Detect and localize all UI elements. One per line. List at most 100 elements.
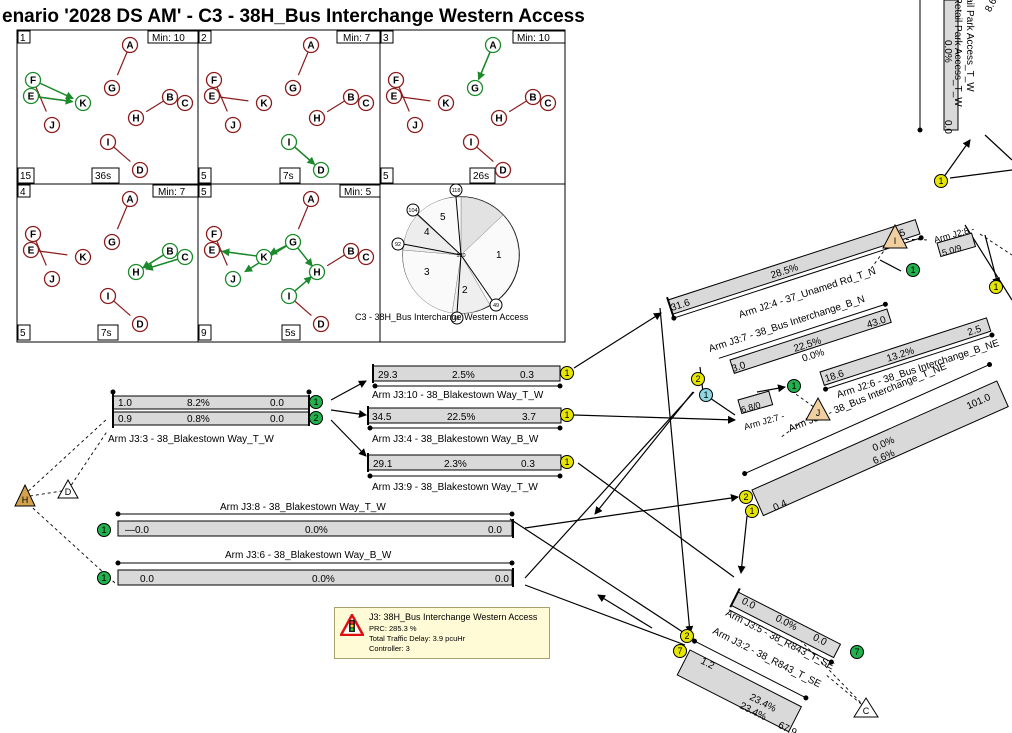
stage-node-label: B	[529, 93, 536, 104]
stage-node-label: E	[209, 92, 216, 103]
stage-node-label: C	[362, 99, 369, 110]
stage-node-label: J	[412, 121, 418, 132]
stage-node-label: E	[28, 246, 35, 257]
arm-value: 0.8%	[187, 414, 210, 425]
stage-node-label: C	[544, 99, 551, 110]
stage-node-label: G	[289, 84, 297, 95]
arm-name: Arm J2:7 -	[743, 411, 786, 432]
svg-text:7: 7	[677, 646, 682, 656]
svg-text:2: 2	[695, 374, 700, 384]
svg-text:2: 2	[743, 492, 748, 502]
arm-name: Arm J3:10 - 38_Blakestown Way_T_W	[372, 390, 544, 401]
stage-node-label: C	[181, 99, 188, 110]
arm-value: 0.9	[118, 414, 132, 425]
junction-label: J	[816, 408, 821, 418]
arm-value: 0.0	[942, 120, 953, 134]
panel-min-label: Min: 7	[343, 33, 371, 44]
svg-text:1: 1	[938, 176, 943, 186]
arm-value: 29.3	[378, 370, 398, 381]
svg-text:1: 1	[703, 390, 708, 400]
stage-node-label: C	[362, 253, 369, 264]
svg-text:1: 1	[749, 506, 754, 516]
arm-value: 0.3	[521, 459, 535, 470]
panel-interstage: 5	[20, 328, 26, 339]
svg-text:1: 1	[910, 265, 915, 275]
panel-interstage: 9	[201, 328, 207, 339]
stage-node-label: E	[391, 92, 398, 103]
stage-node-label: K	[79, 99, 87, 110]
stage-node-label: D	[499, 166, 506, 177]
arm-name: 37_Retail Park Access_T_W	[964, 0, 975, 92]
lane-badge: 1	[101, 525, 106, 535]
svg-text:1: 1	[993, 282, 998, 292]
stage-node-label: F	[393, 76, 399, 87]
info-prc: PRC: 285.3 %	[369, 624, 417, 633]
cycle-segment-label: 5	[440, 212, 446, 223]
svg-text:2: 2	[684, 631, 689, 641]
stage-node-label: K	[442, 99, 450, 110]
lane-badge: 1	[101, 573, 106, 583]
panel-number: 2	[201, 33, 207, 44]
cycle-segment-label: 3	[424, 267, 430, 278]
svg-text:1: 1	[791, 381, 796, 391]
stage-node-label: F	[211, 76, 217, 87]
stage-node-label: I	[470, 138, 473, 149]
stage-node-label: K	[260, 99, 268, 110]
panel-time: 7s	[101, 328, 112, 339]
stage-node-label: E	[209, 246, 216, 257]
junction-info-box: J3: 38H_Bus Interchange Western Access P…	[334, 607, 550, 659]
arm-name: Arm J3:6 - 38_Blakestown Way_B_W	[225, 550, 392, 561]
stage-node-label: A	[126, 41, 133, 52]
info-delay: Total Traffic Delay: 3.9 pcuHr	[369, 634, 465, 643]
panel-interstage: 5	[201, 171, 207, 182]
stage-node-label: K	[79, 253, 87, 264]
stage-node-label: D	[136, 320, 143, 331]
lane-badge: 2	[313, 413, 318, 423]
arm-value: 8.6%	[983, 0, 1003, 14]
lane-badge: 1	[564, 410, 569, 420]
stage-node-label: C	[181, 253, 188, 264]
stage-node-label: D	[317, 320, 324, 331]
panel-number: 3	[383, 33, 389, 44]
panel-number: 4	[20, 187, 26, 198]
panel-time: 26s	[473, 171, 489, 182]
cycle-label: C3 - 38H_Bus Interchange Western Access	[355, 312, 529, 322]
stage-node-label: J	[230, 275, 236, 286]
stage-node-label: A	[126, 195, 133, 206]
stage-node-label: B	[166, 93, 173, 104]
stage-node-label: G	[471, 84, 479, 95]
stage-node-label: H	[132, 114, 139, 125]
cycle-segment-label: 2	[462, 285, 468, 296]
stage-node-label: D	[317, 166, 324, 177]
junction-label: I	[894, 236, 897, 246]
cycle-marker: 104	[408, 208, 417, 214]
cycle-marker: 49	[493, 303, 499, 309]
stage-node-label: A	[307, 41, 314, 52]
panel-interstage: 15	[20, 171, 32, 182]
info-controller: Controller: 3	[369, 644, 410, 653]
stage-node-label: B	[166, 247, 173, 258]
cycle-segment-label: 1	[496, 250, 502, 261]
stage-node-label: J	[230, 121, 236, 132]
stage-node-label: G	[108, 238, 116, 249]
panel-min-label: Min: 7	[158, 187, 186, 198]
stage-node-label: D	[136, 166, 143, 177]
arm-value: 2.5%	[452, 370, 475, 381]
junction-label: C	[863, 706, 870, 716]
panel-min-label: Min: 10	[152, 33, 185, 44]
arm-value: 8.2%	[187, 398, 210, 409]
arm-value: 13.2%	[885, 346, 915, 365]
stage-node-label: H	[313, 114, 320, 125]
arm-value: 2.3%	[444, 459, 467, 470]
panel-time: 7s	[283, 171, 294, 182]
arm-value: 34.5	[372, 412, 392, 423]
stage-node-label: B	[347, 93, 354, 104]
stage-node-label: E	[28, 92, 35, 103]
panel-number: 5	[201, 187, 207, 198]
arm-value: 3.7	[522, 412, 536, 423]
stage-node-label: F	[30, 76, 36, 87]
arm-value: 0.0	[270, 414, 284, 425]
arm-value: 1.0	[118, 398, 132, 409]
arm-value: 0.0%	[305, 525, 328, 536]
stage-node-label: J	[49, 121, 55, 132]
